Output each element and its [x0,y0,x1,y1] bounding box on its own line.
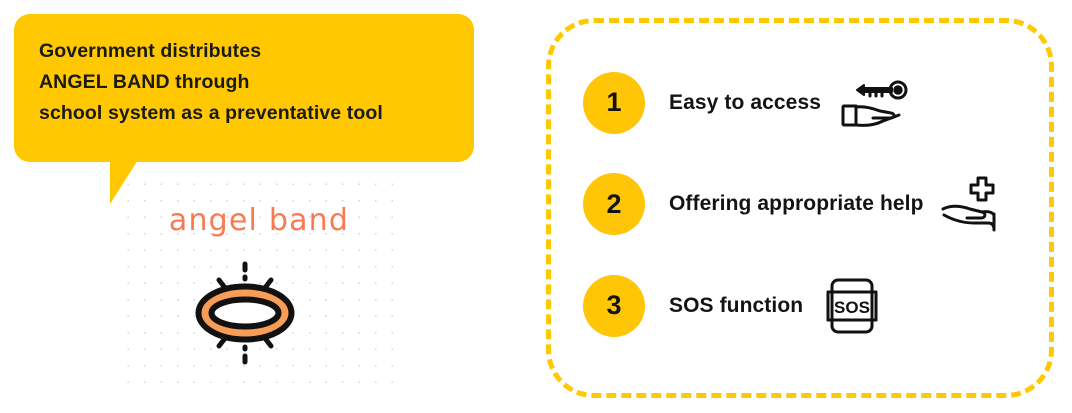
features-card: 1 Easy to access [546,18,1054,398]
feature-number-badge-2: 2 [583,173,645,235]
callout-bubble-body: Government distributes ANGEL BAND throug… [14,14,474,162]
feature-item-2[interactable]: 2 Offering appropriate help [551,168,1049,240]
feature-number-badge-1: 1 [583,71,645,134]
dotted-grid-background [118,174,400,390]
callout-bubble-text: Government distributes ANGEL BAND throug… [39,40,383,124]
sos-icon-text: SOS [834,298,870,317]
hand-with-key-icon [837,73,911,133]
feature-label-1: Easy to access [669,90,822,114]
hand-with-medical-cross-icon [940,174,1004,234]
sos-sign-icon: SOS [819,275,885,337]
feature-label-2: Offering appropriate help [669,192,924,215]
feature-item-3[interactable]: 3 SOS function SOS [551,270,1049,342]
feature-label-3: SOS function [669,293,804,317]
angel-halo-icon [175,258,315,368]
features-list: 1 Easy to access [551,23,1049,393]
feature-item-1[interactable]: 1 Easy to access [551,67,1049,139]
angel-band-wordmark: angel band [168,203,350,238]
feature-number-badge-3: 3 [583,274,645,337]
